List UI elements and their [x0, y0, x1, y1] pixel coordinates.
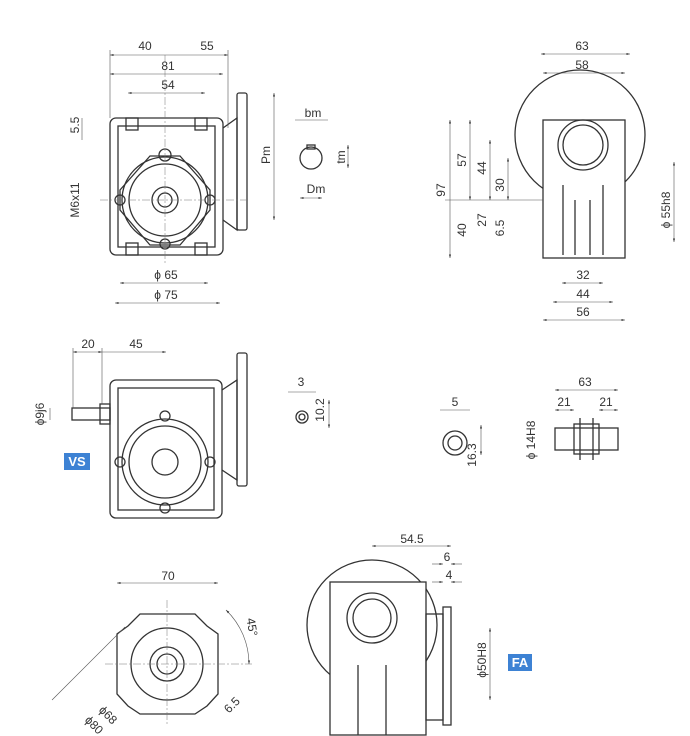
dim-phi55h8: ϕ 55h8 [659, 191, 673, 228]
fa-view: 54.5 6 4 ϕ50H8 FA [306, 532, 532, 736]
dim-20: 20 [81, 337, 95, 351]
dim-phi9j6: ϕ9j6 [33, 402, 47, 425]
dim-63: 63 [575, 39, 589, 53]
dim-30: 30 [493, 178, 507, 192]
flange-view: 70 45° 6.5 ϕ68 ϕ80 [51, 569, 261, 736]
dim-44-vertical: 44 [475, 161, 489, 175]
dim-phi50h8: ϕ50H8 [475, 642, 489, 678]
dim-21-left: 21 [557, 395, 571, 409]
output-hole-view: 16.3 5 [440, 395, 483, 467]
dim-bm: bm [305, 106, 322, 120]
dim-10-2: 10.2 [313, 398, 327, 422]
dim-97: 97 [434, 183, 448, 197]
input-shaft-key-view: 3 10.2 [288, 375, 331, 428]
dim-27: 27 [475, 213, 489, 227]
dim-21-right: 21 [599, 395, 613, 409]
fa-badge: FA [508, 654, 532, 671]
dim-m6x11: M6x11 [68, 182, 82, 217]
dim-phi65: ϕ 65 [154, 268, 178, 282]
dim-40: 40 [455, 223, 469, 237]
dim-phi75: ϕ 75 [154, 288, 178, 302]
dim-tm: tm [334, 150, 348, 163]
dim-dm: Dm [307, 182, 326, 196]
dim-32: 32 [576, 268, 590, 282]
dim-70: 70 [161, 569, 175, 583]
shaft-key-view: bm tm Dm [295, 106, 350, 200]
dim-6-5: 6.5 [493, 219, 507, 236]
dim-56: 56 [576, 305, 590, 319]
dim-5: 5 [452, 395, 459, 409]
dim-58: 58 [575, 58, 589, 72]
dim-54-5: 54.5 [400, 532, 424, 546]
dim-pm: Pm [259, 146, 273, 164]
hollow-shaft-view: 63 21 21 ϕ 14H8 [524, 375, 619, 460]
dim-40: 40 [138, 39, 152, 53]
vs-view: 20 45 ϕ9j6 VS [33, 337, 248, 519]
dim-45: 45 [129, 337, 143, 351]
front-view: 40 55 81 54 5.5 M6x11 ϕ 65 ϕ 75 Pm [68, 39, 276, 305]
dim-6: 6 [444, 550, 451, 564]
svg-text:FA: FA [512, 655, 529, 670]
dim-55: 55 [200, 39, 214, 53]
dim-phi14h8: ϕ 14H8 [524, 420, 538, 459]
dim-16-3: 16.3 [465, 443, 479, 467]
dim-4: 4 [446, 568, 453, 582]
dim-5-5: 5.5 [68, 116, 82, 133]
dim-3: 3 [298, 375, 305, 389]
dim-54: 54 [161, 78, 175, 92]
svg-text:VS: VS [68, 454, 86, 469]
vs-badge: VS [64, 453, 90, 470]
dim-63: 63 [578, 375, 592, 389]
dim-6-5: 6.5 [221, 694, 243, 716]
dim-81: 81 [161, 59, 175, 73]
dim-44-horizontal: 44 [576, 287, 590, 301]
dim-45-degrees: 45° [244, 617, 261, 638]
dim-57: 57 [455, 153, 469, 167]
side-view: 63 58 97 57 44 30 40 27 6.5 ϕ 55h8 32 44… [434, 39, 676, 322]
